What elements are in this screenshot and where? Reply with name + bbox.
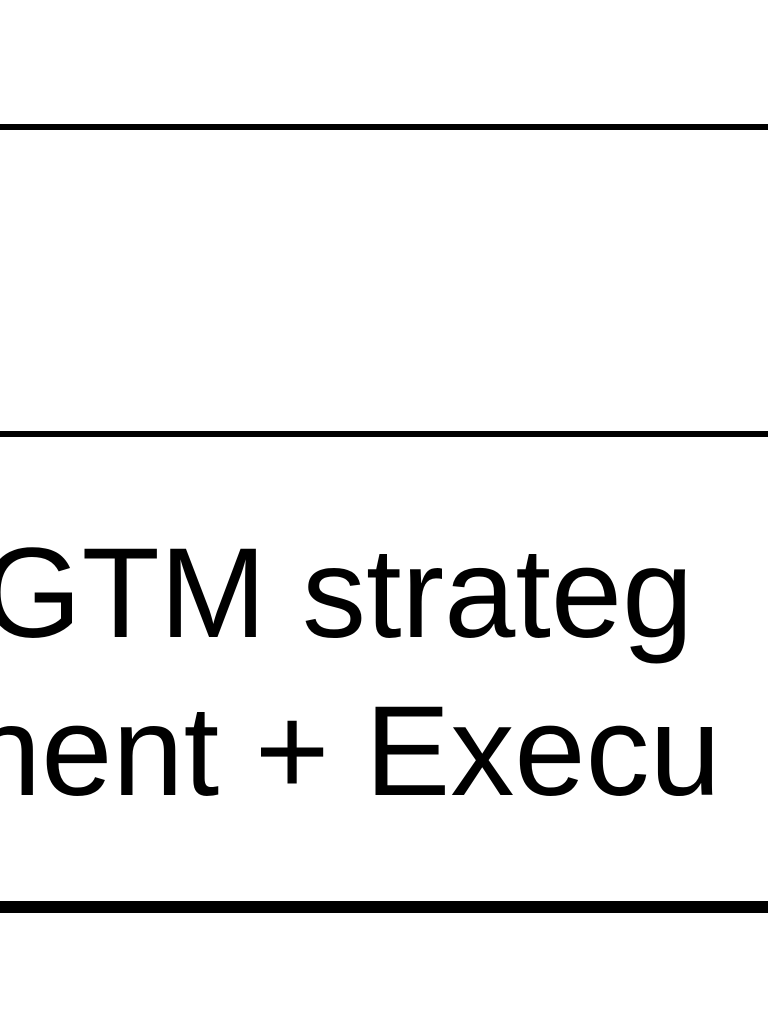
table-rule-middle xyxy=(0,431,768,437)
table-cell-text xyxy=(0,437,768,901)
table-cell-empty xyxy=(0,130,768,431)
table-rule-bottom xyxy=(0,901,768,913)
cell-text-line-1: GTM strateg xyxy=(0,522,694,665)
cell-text-line-2: nent + Execu xyxy=(0,680,721,823)
table-rule-top xyxy=(0,124,768,130)
